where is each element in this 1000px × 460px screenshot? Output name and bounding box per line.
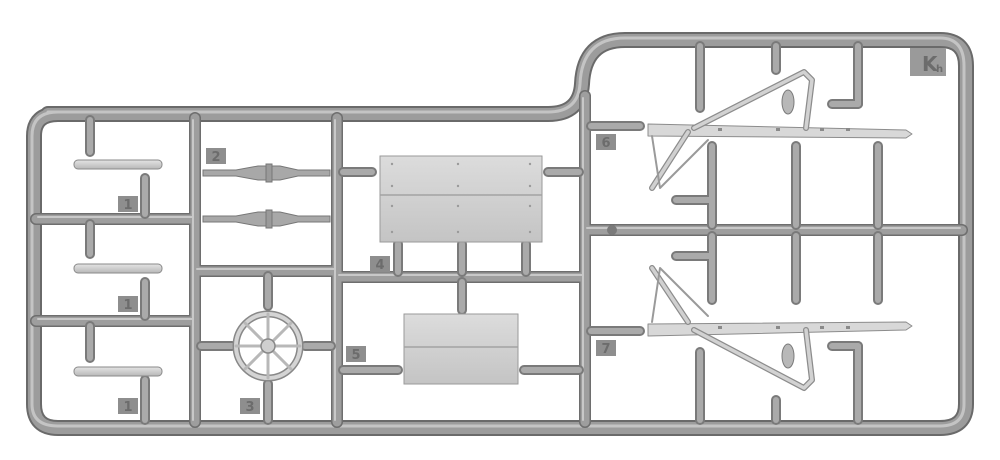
part-tag-1-bottom: 1: [118, 398, 138, 415]
part-tag-2: 2: [206, 148, 226, 165]
part-3-wheel: [232, 310, 304, 382]
part-tag-1-middle: 1: [118, 296, 138, 313]
part-number-label: 6: [601, 136, 610, 151]
sprue-logo: K h: [910, 48, 946, 76]
part-2-turned-rod-lower: [202, 209, 331, 229]
part-tag-7: 7: [596, 340, 616, 357]
part-tag-5: 5: [346, 346, 366, 363]
part-1-rod-bottom: [73, 366, 163, 377]
part-7-axle-frame: [647, 265, 913, 391]
sprue-gates: [85, 41, 883, 425]
part-number-label: 1: [123, 400, 132, 415]
part-1-rod-middle: [73, 263, 163, 274]
part-number-label: 3: [245, 400, 254, 415]
part-5-panel: [403, 313, 519, 385]
part-tag-3: 3: [240, 398, 260, 415]
part-6-axle-frame: [647, 69, 913, 191]
sprue-frame: [26, 32, 974, 436]
part-4-panel: [379, 155, 543, 243]
part-number-label: 1: [123, 198, 132, 213]
part-number-label: 7: [601, 342, 610, 357]
sprue-runners: [30, 90, 968, 428]
part-1-rod-top: [73, 159, 163, 170]
part-2-turned-rod-upper: [202, 163, 331, 183]
part-number-label: 4: [375, 258, 384, 273]
part-number-label: 2: [211, 150, 220, 165]
part-number-label: 5: [351, 348, 360, 363]
part-tag-1-top: 1: [118, 196, 138, 213]
part-tag-4: 4: [370, 256, 390, 273]
sprue-logo-sub: h: [936, 64, 943, 75]
part-tag-6: 6: [596, 134, 616, 151]
part-number-label: 1: [123, 298, 132, 313]
sprue-logo-letter: K: [922, 52, 939, 76]
